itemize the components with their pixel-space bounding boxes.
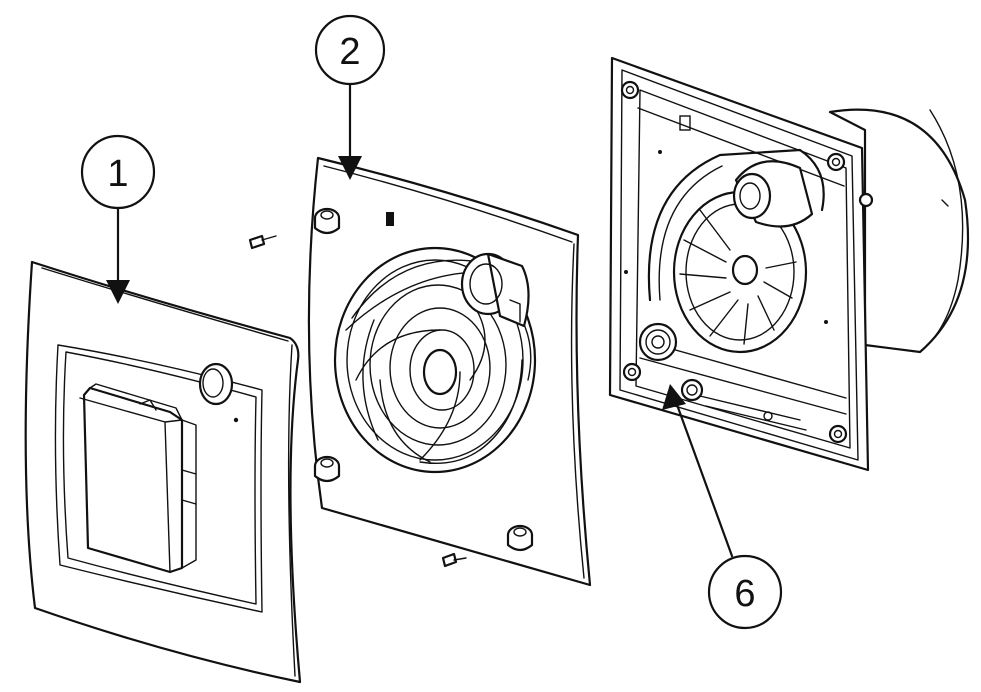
corner-post bbox=[313, 207, 341, 235]
screw-lower bbox=[441, 552, 467, 568]
intake-frame-panel bbox=[307, 156, 592, 587]
motor-housing bbox=[608, 56, 970, 472]
callout-2-arrowhead bbox=[338, 156, 362, 180]
front-cover-panel bbox=[24, 260, 302, 684]
corner-post bbox=[313, 455, 341, 483]
callout-2: 2 bbox=[314, 14, 386, 180]
callout-1-arrowhead bbox=[106, 280, 130, 304]
callout-1-label: 1 bbox=[107, 153, 128, 195]
callout-1: 1 bbox=[80, 134, 156, 304]
callout-6-arrowhead bbox=[662, 384, 686, 410]
callout-2-label: 2 bbox=[339, 31, 360, 73]
callout-6-label: 6 bbox=[734, 573, 755, 615]
screw-upper bbox=[248, 234, 277, 250]
corner-post bbox=[506, 524, 534, 552]
callout-6: 6 bbox=[662, 384, 783, 630]
